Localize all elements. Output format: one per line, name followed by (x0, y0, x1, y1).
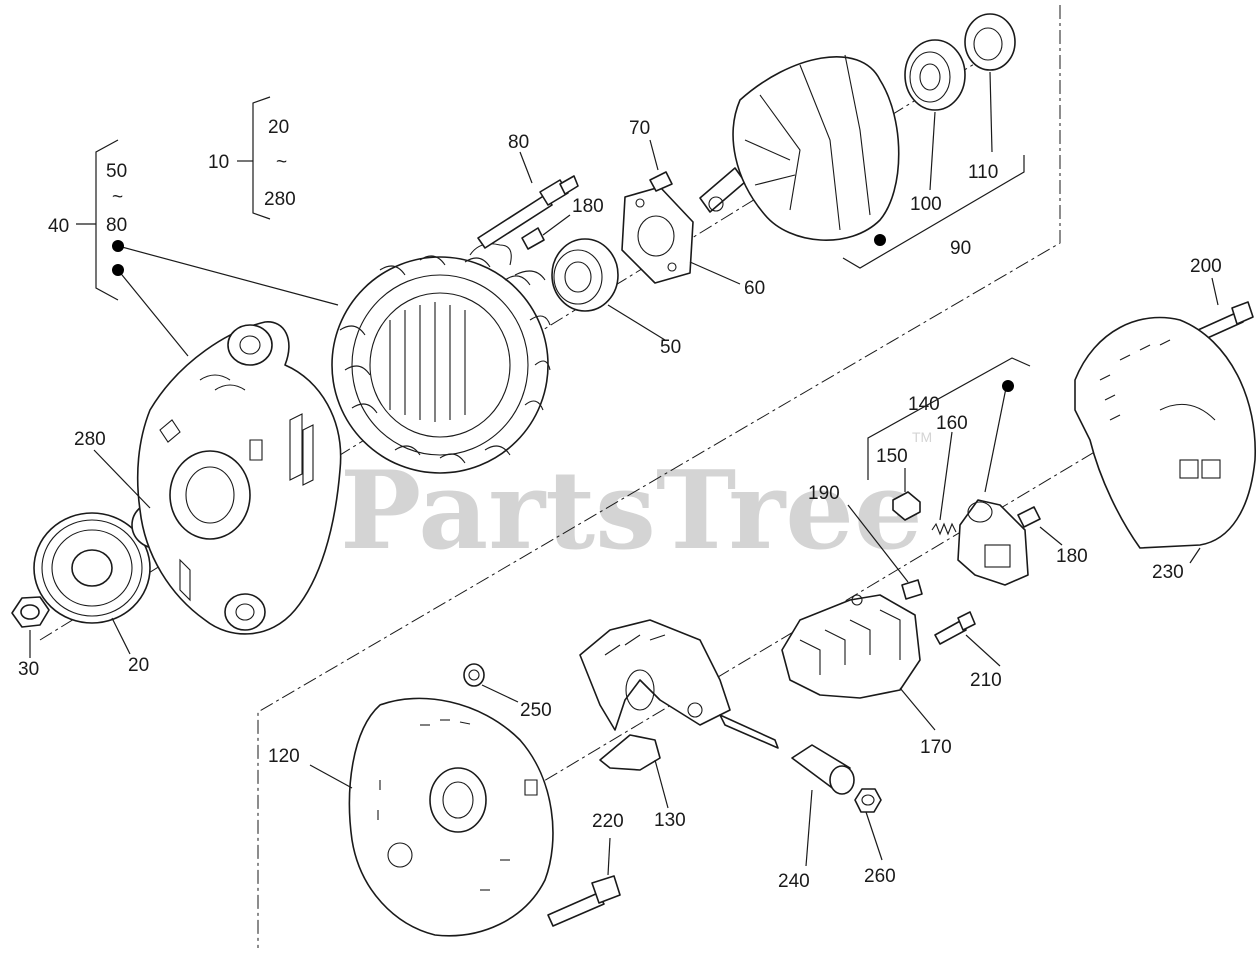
bearing-100[interactable] (904, 39, 966, 111)
spring-160[interactable] (931, 522, 957, 536)
label-230: 230 (1152, 562, 1184, 583)
rotor-90[interactable] (699, 54, 900, 241)
label-tilde-10: ~ (276, 152, 287, 173)
label-20: 20 (128, 655, 149, 676)
nut-260[interactable] (854, 788, 882, 813)
label-200: 200 (1190, 256, 1222, 277)
bolt-220[interactable] (547, 875, 621, 927)
label-20-range-start: 20 (268, 117, 289, 138)
label-60: 60 (744, 278, 765, 299)
rear-housing-120[interactable] (348, 697, 554, 937)
label-180-lower: 180 (1056, 546, 1088, 567)
label-160: 160 (936, 413, 968, 434)
bolt-80[interactable] (477, 175, 579, 249)
label-70: 70 (629, 118, 650, 139)
rectifier-130[interactable] (579, 619, 779, 771)
screw-210[interactable] (934, 611, 976, 645)
label-120: 120 (268, 746, 300, 767)
front-housing-40[interactable] (136, 321, 342, 635)
label-80: 80 (508, 132, 529, 153)
assembly-dots (112, 234, 1014, 392)
screw-70[interactable] (649, 171, 673, 192)
bolt-200[interactable] (1197, 301, 1254, 341)
label-140: 140 (908, 394, 940, 415)
watermark-tm: TM (912, 429, 932, 445)
label-30: 30 (18, 659, 39, 680)
retainer-plate-60[interactable] (621, 186, 694, 284)
label-50: 50 (660, 337, 681, 358)
leader-lines (29, 71, 1219, 876)
label-150: 150 (876, 446, 908, 467)
label-tilde-40: ~ (112, 187, 123, 208)
label-250: 250 (520, 700, 552, 721)
brush-150[interactable] (892, 491, 921, 521)
label-240: 240 (778, 871, 810, 892)
label-110: 110 (968, 162, 998, 183)
rear-cover-230[interactable] (1074, 316, 1256, 549)
label-280: 280 (74, 429, 106, 450)
label-130: 130 (654, 810, 686, 831)
label-90: 90 (950, 238, 971, 259)
label-10: 10 (208, 152, 229, 173)
label-210: 210 (970, 670, 1002, 691)
label-180-upper: 180 (572, 196, 604, 217)
pulley-20[interactable] (33, 512, 151, 624)
brush-holder-140[interactable] (957, 499, 1029, 586)
label-40: 40 (48, 216, 69, 237)
nut-250[interactable] (463, 663, 485, 687)
screw-180-upper[interactable] (521, 227, 545, 250)
label-220: 220 (592, 811, 624, 832)
insulator-240[interactable] (791, 744, 855, 795)
label-260: 260 (864, 866, 896, 887)
washer-110[interactable] (964, 13, 1016, 71)
stator-winding[interactable] (331, 243, 551, 474)
label-280-range-end: 280 (264, 189, 296, 210)
label-80-range-end: 80 (106, 215, 127, 236)
bearing-50[interactable] (551, 238, 619, 312)
nut-30[interactable] (11, 596, 50, 628)
screw-180-lower[interactable] (1017, 506, 1041, 528)
screw-190[interactable] (901, 579, 923, 600)
callout-labels: 10 20 ~ 280 40 50 ~ 80 80 70 180 60 50 1… (18, 117, 1222, 892)
label-50-range-start: 50 (106, 161, 127, 182)
label-190: 190 (808, 483, 840, 504)
label-170: 170 (920, 737, 952, 758)
label-100: 100 (910, 194, 942, 215)
regulator-170[interactable] (781, 594, 921, 699)
